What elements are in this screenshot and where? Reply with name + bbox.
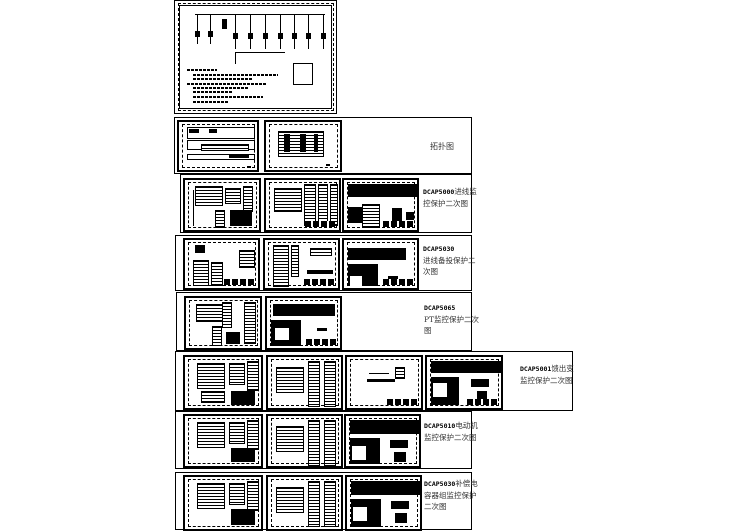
drawing-sheet[interactable] [184, 296, 262, 350]
model-code: DCAP5030 [424, 480, 456, 488]
drawing-sheet[interactable] [183, 414, 263, 468]
model-code: DCAP5065 [424, 304, 456, 312]
row-dcap5010-motor: DCAP5010电动机监控保护二次图 [175, 411, 478, 469]
row-label: 拓扑图 [430, 142, 454, 151]
row-label: DCAP5010电动机监控保护二次图 [424, 420, 482, 443]
model-code: DCAP5010 [424, 422, 456, 430]
row-dcap5030-backup: DCAP5030 进线备投保护二次图 [175, 235, 476, 291]
drawing-title: 进线监控保护二次图 [423, 187, 477, 208]
drawing-title: 馈出变监控保护二次图 [520, 364, 574, 385]
drawing-sheet[interactable] [266, 475, 343, 531]
row-label: DCAP5001馈出变监控保护二次图 [520, 363, 578, 386]
drawing-title: PT监控保护二次图 [424, 315, 480, 335]
drawing-sheet[interactable] [345, 355, 423, 410]
drawing-sheet[interactable] [183, 178, 261, 232]
row-label: DCAP5030 进线备投保护二次图 [423, 243, 481, 277]
drawing-sheet[interactable] [264, 120, 342, 172]
row-label: DCAP5030补偿电容器组监控保护二次图 [424, 478, 482, 512]
row-label: DCAP5000进线监控保护二次图 [423, 186, 481, 209]
drawing-sheet[interactable] [183, 238, 260, 290]
drawing-sheet[interactable] [177, 120, 259, 172]
row-dcap5030-capacitor: DCAP5030补偿电容器组监控保护二次图 [175, 472, 478, 531]
drawing-sheet[interactable] [264, 178, 341, 232]
model-code: DCAP5001 [520, 365, 552, 373]
drawing-sheet[interactable] [425, 355, 503, 410]
drawing-sheet[interactable] [266, 355, 343, 410]
row-dcap5000-incoming: DCAP5000进线监控保护二次图 [180, 174, 477, 233]
drawing-title: 进线备投保护二次图 [423, 256, 476, 276]
drawing-sheet[interactable] [266, 414, 343, 468]
row-dcap5001-feeder: DCAP5001馈出变监控保护二次图 [175, 351, 574, 411]
drawing-title: 电动机监控保护二次图 [424, 421, 478, 442]
drawing-sheet[interactable] [263, 238, 340, 290]
drawing-sheet[interactable] [342, 238, 419, 290]
drawing-sheet[interactable] [183, 355, 263, 410]
drawing-sheet[interactable] [265, 296, 342, 350]
single-line-diagram-sheet[interactable] [174, 0, 337, 114]
drawing-sheet[interactable] [345, 475, 422, 531]
drawing-title: 补偿电容器组监控保护二次图 [424, 479, 478, 511]
model-code: DCAP5030 [423, 245, 455, 253]
drawing-sheet[interactable] [344, 414, 421, 468]
row-topology: 拓扑图 [174, 117, 472, 174]
model-code: DCAP5000 [423, 188, 455, 196]
drawing-sheet[interactable] [342, 178, 419, 232]
drawing-sheet[interactable] [183, 475, 263, 531]
